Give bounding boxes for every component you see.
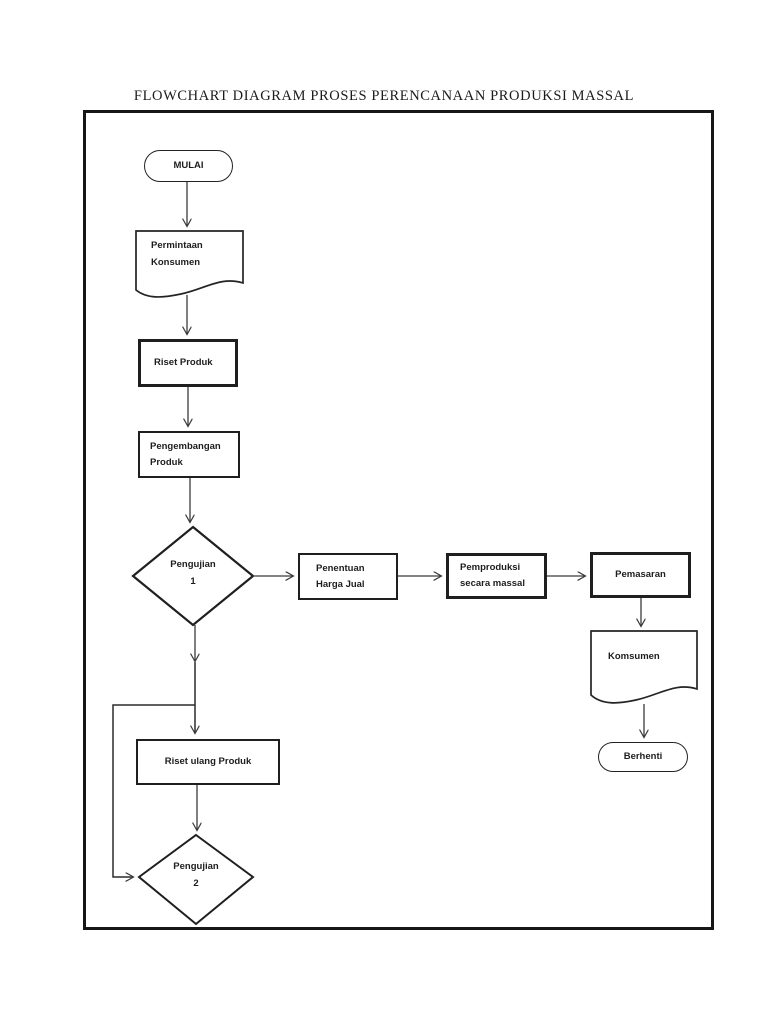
document-shape-komsumen <box>590 630 698 704</box>
node-pemasaran: Pemasaran <box>590 552 691 598</box>
node-riset-ulang: Riset ulang Produk <box>136 739 280 785</box>
node-permintaan-line1: Permintaan <box>151 240 203 251</box>
node-mulai-label: MULAI <box>173 160 204 171</box>
decision-shape-pengujian-1 <box>131 525 255 627</box>
connector-loop-to-pengujian2 <box>112 704 195 877</box>
node-penentuan-line1: Penentuan <box>316 562 365 574</box>
node-pengujian-1-line2: 1 <box>190 576 196 587</box>
node-riset-produk-label: Riset Produk <box>154 357 213 368</box>
node-permintaan-line2: Konsumen <box>151 257 201 268</box>
node-pengembangan-line2: Produk <box>150 456 183 468</box>
node-pengujian-2-line1: Pengujian <box>173 861 219 872</box>
document-shape-permintaan <box>135 230 244 298</box>
node-pemproduksi-line2: secara massal <box>460 578 525 589</box>
node-pengujian-2-line2: 2 <box>193 878 199 889</box>
node-penentuan-line2: Harga Jual <box>316 578 365 590</box>
node-berhenti: Berhenti <box>598 742 688 772</box>
node-berhenti-label: Berhenti <box>623 751 663 762</box>
node-permintaan-label: Permintaan Konsumen <box>151 237 237 271</box>
node-pengujian-2-label: Pengujian 2 <box>146 858 246 892</box>
node-riset-produk: Riset Produk <box>138 339 238 387</box>
node-pengujian-1-line1: Pengujian <box>170 559 216 570</box>
decision-shape-pengujian-2 <box>137 833 255 926</box>
node-pemproduksi: Pemproduksi secara massal <box>446 553 547 599</box>
node-pemproduksi-line1: Pemproduksi <box>460 562 521 573</box>
node-pengembangan: Pengembangan Produk <box>138 431 240 478</box>
node-pengembangan-line1: Pengembangan <box>150 440 221 452</box>
page-border <box>83 110 714 930</box>
page-title: FLOWCHART DIAGRAM PROSES PERENCANAAN PRO… <box>133 88 635 104</box>
node-pengujian-1-label: Pengujian 1 <box>143 556 243 590</box>
node-mulai: MULAI <box>144 150 233 182</box>
node-pemasaran-label: Pemasaran <box>615 569 666 580</box>
node-komsumen-label: Komsumen <box>608 651 660 662</box>
node-riset-ulang-label: Riset ulang Produk <box>164 756 252 767</box>
node-penentuan-harga: Penentuan Harga Jual <box>298 553 398 600</box>
